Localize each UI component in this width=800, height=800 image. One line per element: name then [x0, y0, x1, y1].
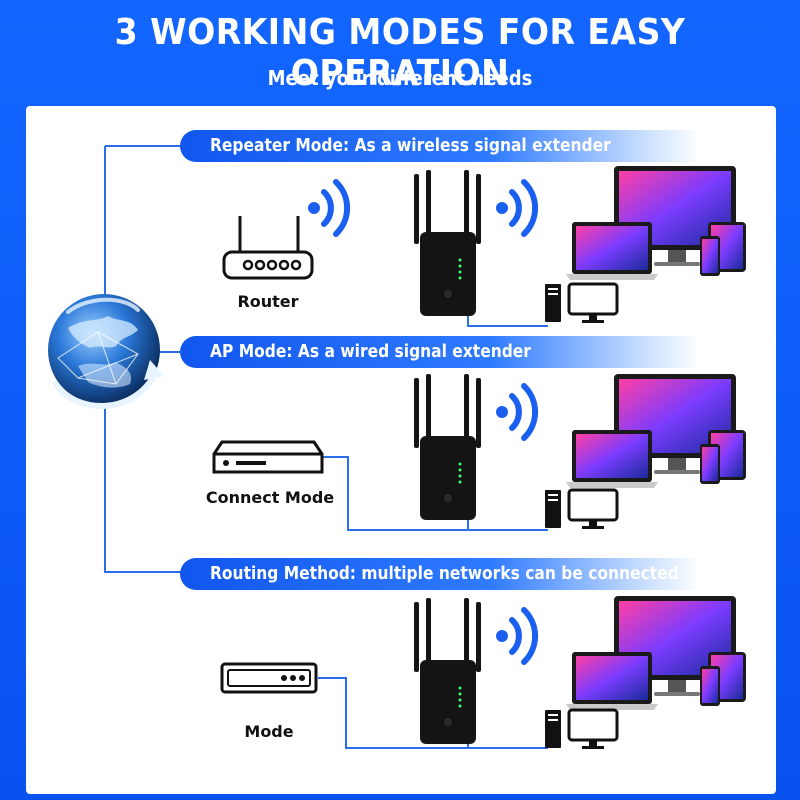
banner-repeater-mode: Repeater Mode: As a wireless signal exte…: [180, 130, 700, 162]
source-label: Router: [237, 292, 299, 311]
globe-icon: [48, 294, 164, 409]
desktop-pc-icon: [545, 282, 619, 323]
client-devices-cluster: [566, 374, 746, 488]
wifi-signal-icon: [496, 179, 539, 237]
client-devices-cluster: [566, 596, 746, 710]
wifi-extender-device: [414, 374, 481, 520]
wifi-extender-device: [414, 598, 481, 744]
wifi-signal-icon: [308, 179, 351, 237]
wifi-signal-icon: [496, 607, 539, 665]
page-title: 3 WORKING MODES FOR EASY OPERATION: [114, 12, 686, 94]
switch-icon: [212, 440, 324, 474]
source-label: Connect Mode: [205, 488, 335, 507]
desktop-pc-icon: [545, 488, 619, 529]
wifi-extender-device: [414, 170, 481, 316]
wifi-signal-icon: [496, 383, 539, 441]
modem-icon: [220, 662, 318, 694]
banner-routing-method: Routing Method: multiple networks can be…: [180, 558, 700, 590]
source-label: Mode: [244, 722, 294, 741]
router-icon: [222, 216, 314, 280]
page-subtitle: Meet your different needs: [267, 66, 533, 90]
desktop-pc-icon: [545, 708, 619, 749]
banner-ap-mode: AP Mode: As a wired signal extender: [180, 336, 700, 368]
client-devices-cluster: [566, 166, 746, 280]
